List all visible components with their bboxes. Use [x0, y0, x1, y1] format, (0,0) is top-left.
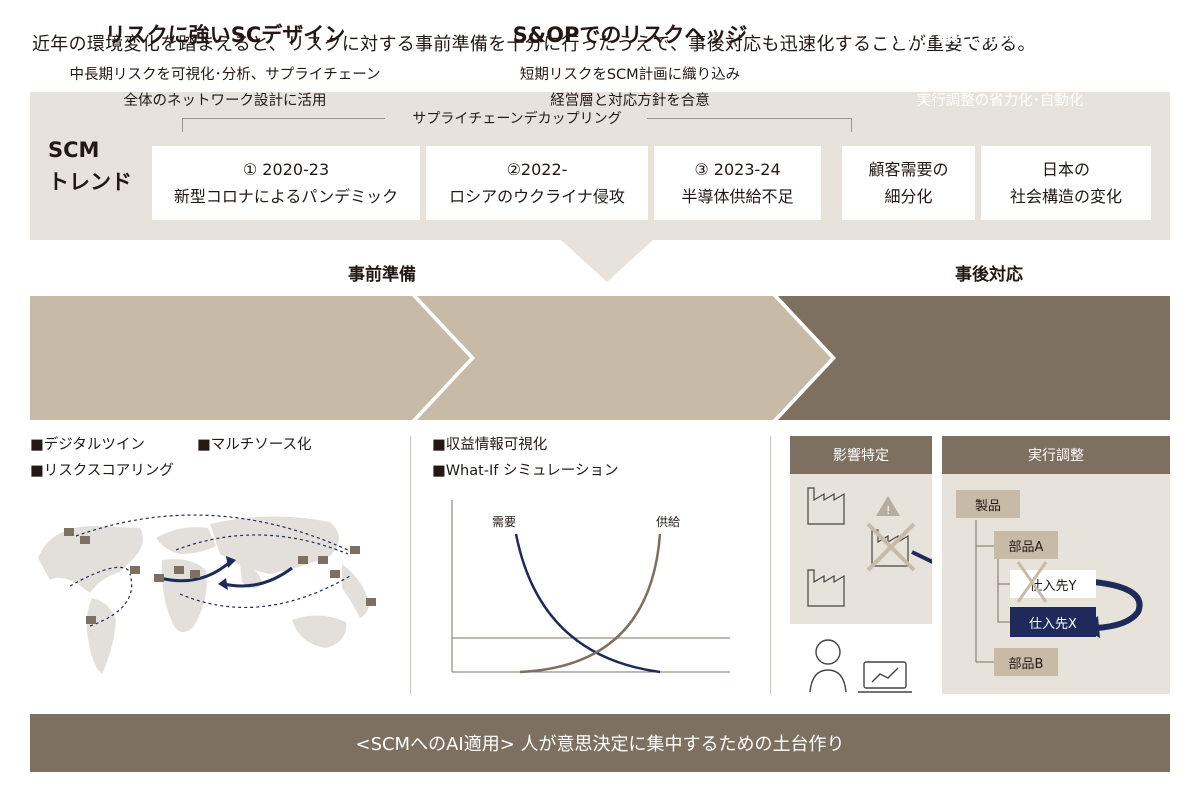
factory-icon — [807, 569, 845, 607]
chevron-execution-desc2: 実行調整の省力化･自動化 — [916, 93, 1084, 109]
node-supplier-x: 仕入先X — [1010, 607, 1096, 637]
chevron-sop-desc2: 経営層と対応方針を合意 — [550, 93, 710, 109]
trend-pointer — [561, 240, 653, 282]
main-route-arrow — [159, 560, 231, 583]
scm-trend-title-line2: トレンド — [48, 170, 132, 194]
trend-box-line1: 顧客需要の — [868, 160, 949, 179]
node-product: 製品 — [956, 490, 1020, 518]
demand-curve — [514, 533, 661, 674]
chevron-execution-shape — [778, 296, 1170, 420]
exec-panel-header: 実行調整 — [942, 436, 1170, 474]
trend-box-demand: 顧客需要の 細分化 — [842, 146, 975, 220]
chevron-design-shape — [30, 296, 470, 420]
impact-factories: ! — [807, 487, 932, 607]
switch-arrow — [1093, 579, 1143, 631]
impact-panel-header: 影響特定 — [790, 436, 932, 474]
chevron-sop: S&OPでのリスクヘッジ 短期リスクをSCM計画に織り込み 経営層と対応方針を合… — [470, 0, 790, 124]
chevron-execution: リスク顕在化時の実行調整 リスク顕在化時の早期検知と 実行調整の省力化･自動化 — [840, 0, 1160, 124]
scm-trend-title: SCM トレンド — [48, 134, 132, 198]
world-map — [38, 514, 376, 674]
scm-trend-title-line1: SCM — [48, 138, 100, 162]
supply-curve — [519, 533, 662, 674]
supply-demand-chart: 需要 供給 — [451, 500, 730, 674]
trend-box-line2: 細分化 — [884, 187, 933, 206]
supply-label: 供給 — [656, 515, 680, 529]
chevron-design-title: リスクに強いSCデザイン — [104, 23, 346, 47]
trend-box-line2: 社会構造の変化 — [1009, 187, 1122, 206]
trend-box-line2: ロシアのウクライナ侵攻 — [449, 187, 625, 206]
trend-box-semiconductor: ③ 2023-24 半導体供給不足 — [654, 146, 821, 220]
warning-icon — [876, 496, 900, 516]
facility-icons — [64, 528, 376, 624]
mid-bullet-2: ■What-If シミュレーション — [432, 463, 619, 479]
chevron-execution-title: リスク顕在化時の実行調整 — [874, 23, 1126, 47]
chevron-design: リスクに強いSCデザイン 中長期リスクを可視化･分析、サプライチェーン 全体のネ… — [30, 0, 420, 124]
trend-box-line1: ②2022- — [506, 160, 568, 179]
trend-box-line2: 新型コロナによるパンデミック — [173, 187, 399, 206]
operator-workstation — [809, 639, 912, 693]
footer-banner: <SCMへのAI適用> 人が意思決定に集中するための土台作り — [30, 714, 1170, 772]
phase-before-label: 事前準備 — [348, 265, 416, 285]
column-divider-2 — [770, 436, 771, 694]
return-route-arrow — [223, 566, 293, 588]
tree-connector — [975, 520, 994, 663]
supplier-y-cross-icon — [1016, 561, 1048, 603]
escalation-arrow — [911, 550, 932, 564]
trend-box-line1: ① 2020-23 — [242, 160, 330, 179]
trend-box-line1: ③ 2023-24 — [694, 160, 781, 179]
chevron-sop-desc: 短期リスクをSCM計画に織り込み 経営層と対応方針を合意 — [520, 62, 740, 114]
disruption-cross-icon — [866, 522, 916, 572]
node-part-a: 部品A — [994, 531, 1058, 559]
column-divider-1 — [410, 436, 411, 694]
trade-routes — [69, 514, 351, 627]
decoupling-label: サプライチェーンデカップリング — [412, 111, 622, 127]
chevron-design-desc: 中長期リスクを可視化･分析、サプライチェーン 全体のネットワーク設計に活用 — [69, 62, 380, 114]
scm-trend-band: SCM トレンド サプライチェーンデカップリング ① 2020-23 新型コロナ… — [30, 92, 1170, 240]
chevron-execution-desc: リスク顕在化時の早期検知と 実行調整の省力化･自動化 — [906, 62, 1095, 114]
world-map-land — [38, 516, 369, 674]
trend-box-pandemic: ① 2020-23 新型コロナによるパンデミック — [152, 146, 420, 220]
svg-text:!: ! — [886, 504, 890, 517]
laptop-icon — [863, 661, 907, 689]
node-part-b: 部品B — [994, 648, 1058, 676]
mid-bullet-1: ■収益情報可視化 — [432, 437, 548, 453]
trend-box-line2: 半導体供給不足 — [681, 187, 794, 206]
chevron-sop-shape — [417, 296, 831, 420]
phase-after-label: 事後対応 — [955, 265, 1023, 285]
chevron-design-desc2: 全体のネットワーク設計に活用 — [123, 93, 327, 109]
left-bullet-3: ■リスクスコアリング — [30, 463, 174, 479]
chevron-execution-desc1: リスク顕在化時の早期検知と — [905, 67, 1095, 83]
trend-box-society: 日本の 社会構造の変化 — [981, 146, 1151, 220]
left-bullet-1: ■デジタルツイン — [30, 437, 145, 453]
trend-box-line1: 日本の — [1041, 160, 1090, 179]
chevron-design-desc1: 中長期リスクを可視化･分析、サプライチェーン — [69, 67, 381, 83]
factory-icon — [807, 487, 845, 525]
demand-label: 需要 — [492, 515, 516, 529]
trend-box-ukraine: ②2022- ロシアのウクライナ侵攻 — [426, 146, 648, 220]
chevron-sop-desc1: 短期リスクをSCM計画に織り込み — [519, 67, 741, 83]
chevron-sop-title: S&OPでのリスクヘッジ — [512, 23, 748, 47]
process-chevrons — [30, 296, 1170, 420]
headline: 近年の環境変化を踏まえると、リスクに対する事前準備を十分に行ったうえで、事後対応… — [32, 34, 1036, 55]
left-bullet-2: ■マルチソース化 — [197, 437, 312, 453]
person-icon — [815, 639, 841, 665]
